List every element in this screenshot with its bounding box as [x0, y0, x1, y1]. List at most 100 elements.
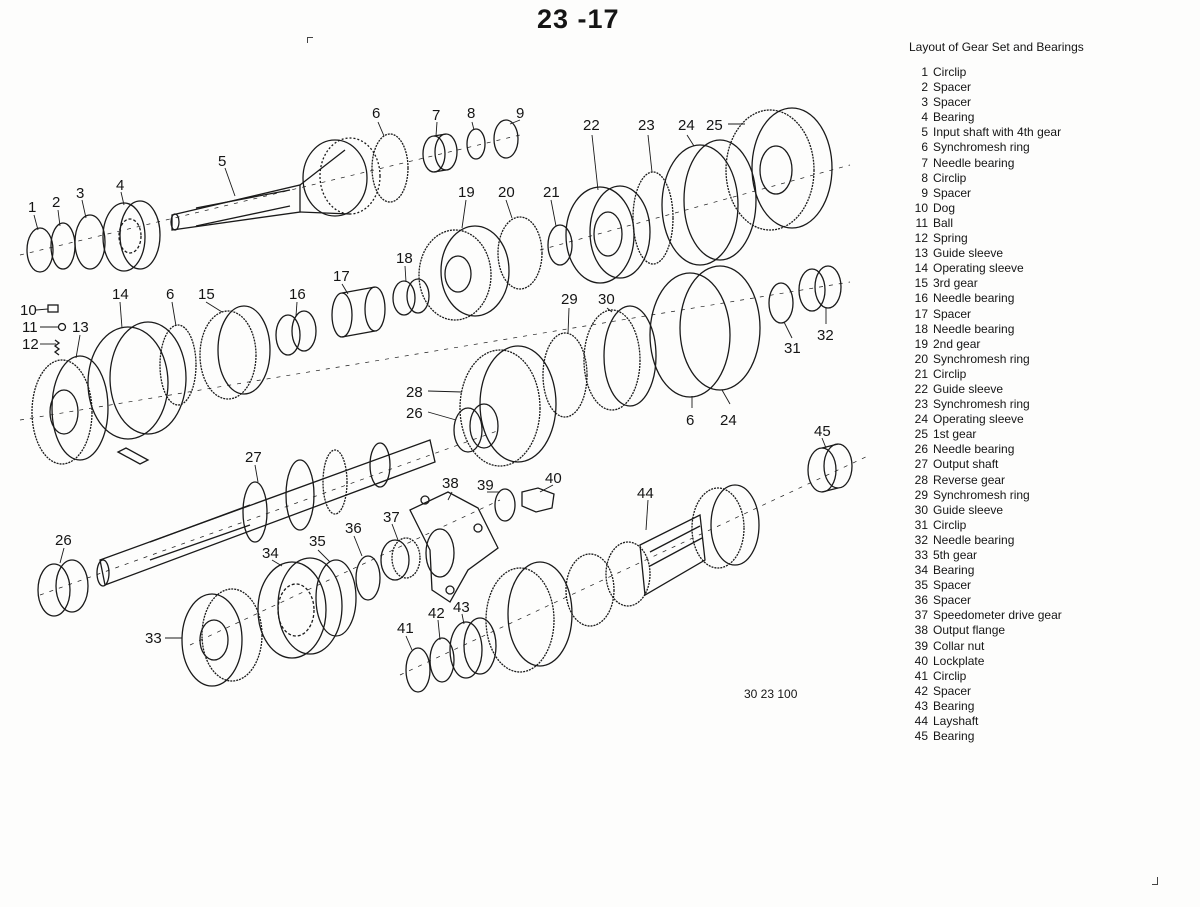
part-20-synchro-ring: [497, 216, 543, 290]
callout-45: 45: [814, 423, 831, 440]
part-8-circlip: [466, 128, 486, 160]
callout-34: 34: [262, 545, 279, 562]
callout-20: 20: [498, 184, 515, 201]
callout-24-lower: 24: [720, 412, 737, 429]
part-26-needle-bearing-lower: [37, 559, 89, 617]
callout-12: 12: [22, 336, 39, 353]
callout-33: 33: [145, 630, 162, 647]
part-41-circlip: [405, 647, 431, 693]
callout-37: 37: [383, 509, 400, 526]
callout-21: 21: [543, 184, 560, 201]
part-26-needle-bearing: [453, 403, 499, 453]
callout-16: 16: [289, 286, 306, 303]
part-24-operating-sleeve: [661, 139, 757, 266]
part-39-collar-nut: [494, 488, 516, 522]
part-17-spacer: [331, 286, 386, 338]
callout-25: 25: [706, 117, 723, 134]
callout-30: 30: [598, 291, 615, 308]
callout-15: 15: [198, 286, 215, 303]
callout-7: 7: [432, 107, 440, 124]
callout-6-mid: 6: [166, 286, 174, 303]
part-9-spacer: [493, 119, 519, 159]
part-33-fifth-gear: [181, 588, 263, 687]
callout-40: 40: [545, 470, 562, 487]
part-6-synchro-ring: [371, 133, 409, 203]
callout-22: 22: [583, 117, 600, 134]
part-30-guide-sleeve: [583, 305, 657, 411]
callout-3: 3: [76, 185, 84, 202]
callout-26-lower: 26: [55, 532, 72, 549]
callout-17: 17: [333, 268, 350, 285]
crop-mark: [1157, 877, 1158, 885]
part-28-reverse-gear: [459, 345, 557, 467]
part-25-first-gear: [725, 107, 833, 231]
part-18-needle-bearing: [392, 278, 430, 316]
callout-44: 44: [637, 485, 654, 502]
part-29-synchro-ring: [542, 332, 588, 418]
part-43-bearing: [449, 617, 497, 679]
part-37-speedometer-drive-gear: [380, 537, 421, 581]
part-32-needle-bearing: [798, 265, 842, 312]
callout-23: 23: [638, 117, 655, 134]
part-44-layshaft: [485, 484, 760, 673]
page-number: 23 -17: [537, 4, 620, 34]
callout-2: 2: [52, 194, 60, 211]
part-14-operating-sleeve: [87, 321, 187, 440]
part-13-guide-sleeve: [31, 355, 109, 465]
part-19-second-gear: [418, 225, 510, 321]
part-16-needle-bearing: [275, 310, 317, 356]
callout-18: 18: [396, 250, 413, 267]
callout-6: 6: [372, 105, 380, 122]
part-10-dog: [47, 304, 59, 313]
callout-42: 42: [428, 605, 445, 622]
part-38-output-flange: [409, 491, 499, 603]
figure-reference-code: 30 23 100: [744, 687, 798, 701]
input-shaft-assembly: [26, 107, 833, 284]
callout-36: 36: [345, 520, 362, 537]
part-31-circlip: [768, 282, 794, 324]
legend-title: Layout of Gear Set and Bearings: [909, 40, 1084, 54]
callout-14: 14: [112, 286, 129, 303]
part-35-spacer: [315, 559, 357, 637]
exploded-gear-set-diagram: 1 2 3 4 5 6 7 8 9 22 23 24 25 19 20 21 1…: [19, 105, 871, 693]
callout-24: 24: [678, 117, 695, 134]
part-27-output-shaft: [96, 439, 436, 587]
part-7-needle-bearing: [422, 133, 458, 173]
part-34-bearing: [257, 557, 343, 659]
part-45-bearing: [807, 443, 853, 493]
crop-mark: [307, 37, 313, 38]
part-6-synchro-ring-mid: [159, 324, 197, 406]
callout-9: 9: [516, 105, 524, 122]
callout-5: 5: [218, 153, 226, 170]
callout-26: 26: [406, 405, 423, 422]
part-3-spacer: [74, 214, 106, 270]
part-10-dog-lower: [116, 447, 150, 465]
part-21-circlip: [547, 224, 573, 266]
